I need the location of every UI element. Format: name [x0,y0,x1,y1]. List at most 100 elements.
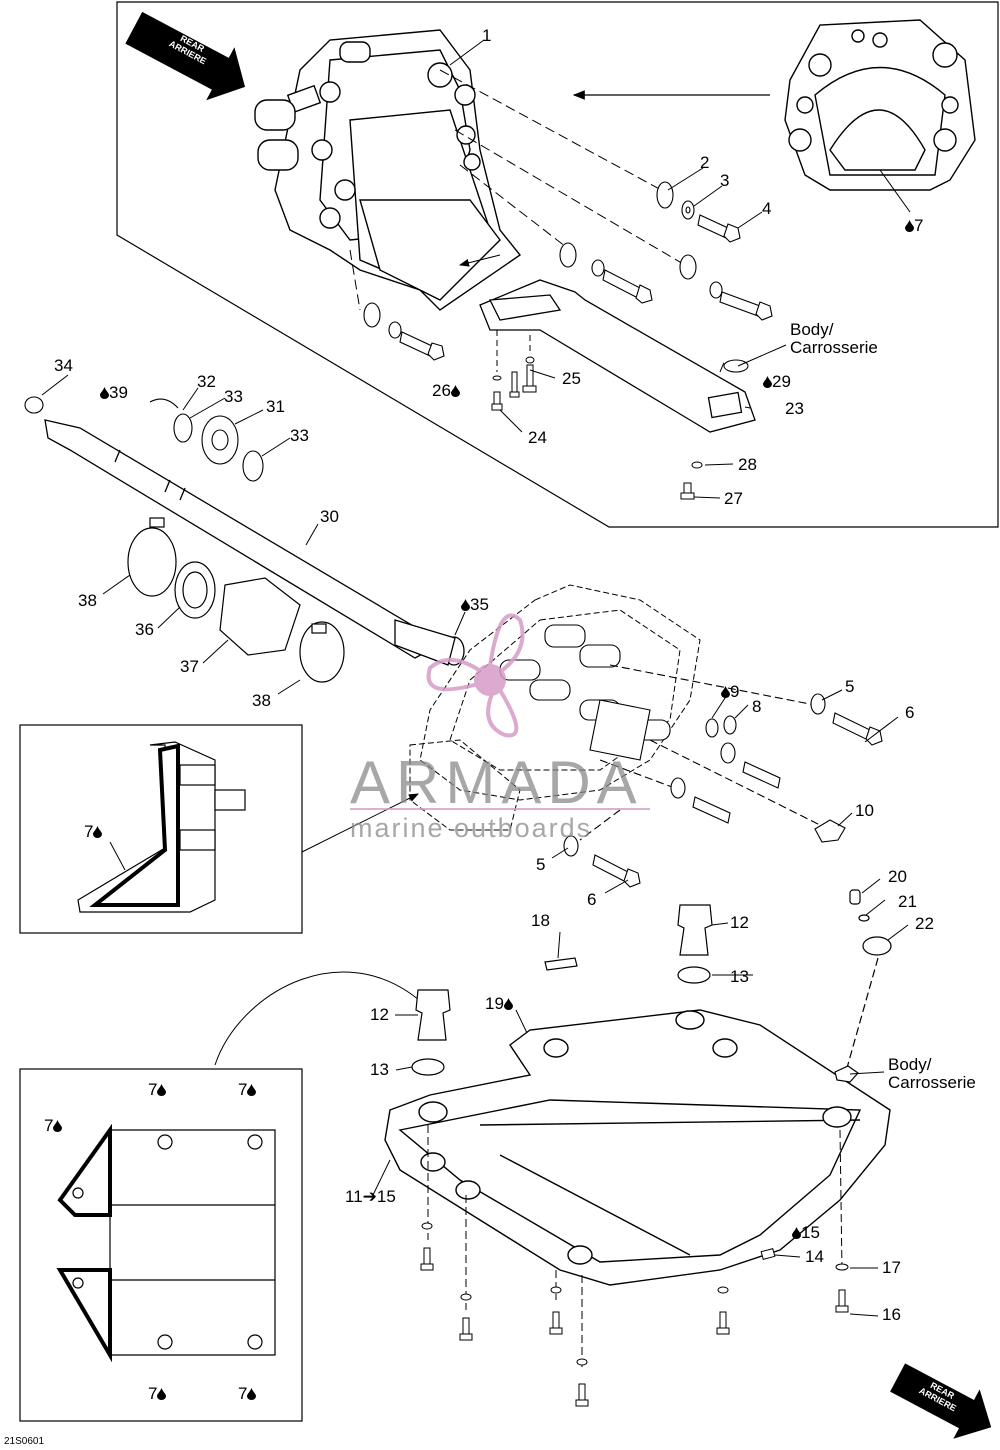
sealant-drop-icon [100,387,109,399]
fasteners-27-29 [680,359,749,500]
body-label-top: Body/Carrosserie [790,320,878,357]
washer-2 [656,181,674,209]
sealant-drop-icon [792,1227,801,1239]
rear-arrow-top-icon [125,11,246,101]
inset-bottom-leader [214,971,431,1066]
inset-top-drawing [77,741,246,913]
part-label: 12 [730,913,749,932]
sealant-drop-icon [721,686,730,698]
label-leader-lines [41,39,911,1317]
part-label-sealant: 7 [148,1081,167,1099]
rear-arrow-bottom-icon [890,1363,992,1439]
part-label: 6 [587,890,597,909]
part-label-sealant: 29 [763,373,791,391]
inset-top-leader [301,793,419,853]
plugs-and-misc [411,889,892,1083]
part-label: 13 [370,1060,389,1079]
part-label: 38 [252,691,271,710]
part-label: 34 [54,356,73,375]
part-label: 36 [135,620,154,639]
watermark-logo [426,613,525,738]
sealant-drop-icon [763,376,772,388]
drive-shaft [44,419,465,666]
part-label: 17 [882,1258,901,1277]
sealant-drop-icon [503,998,513,1010]
part-label-sealant: 35 [461,596,489,614]
part-label: 10 [855,801,874,820]
part-label-sealant: 26 [432,382,460,400]
pump-mount-fasteners [563,664,883,888]
part-label-sealant: 7 [148,1385,167,1403]
part-label-sealant: 7 [238,1081,257,1099]
bolts-24-26 [491,330,537,411]
watermark-brand: ARMADA [350,749,643,816]
part-label: 13 [730,967,749,986]
body-label-bottom: Body/Carrosserie [888,1055,976,1092]
part-label: 3 [720,171,730,190]
part-label: 12 [370,1005,389,1024]
part-label: 2 [700,153,710,172]
inset-bottom-drawing [56,1123,276,1363]
part-label: 18 [531,911,550,930]
watermark-rule [350,808,650,810]
part-label: 37 [180,657,199,676]
watermark-tagline: marine outboards [350,813,593,843]
pump-housing [254,29,522,311]
part-label: 20 [888,867,907,886]
pump-support [499,624,671,761]
part-label: 30 [320,507,339,526]
ride-plate [384,1009,891,1286]
bolt-4 [697,214,741,243]
part-label: 4 [762,199,772,218]
part-label-sealant: 7 [44,1117,63,1135]
inset-box-top [19,724,303,934]
part-label-range: 11➔15 [345,1187,396,1206]
part-label: 33 [290,426,309,445]
sealant-drop-icon [247,1388,257,1400]
explode-lines-top [349,69,726,373]
part-label: 32 [197,372,216,391]
sealant-drop-icon [157,1084,167,1096]
part-label: 8 [752,697,762,716]
part-label: 5 [845,677,855,696]
part-label: 33 [224,387,243,406]
part-label-sealant: 7 [905,217,923,235]
part-label-sealant: 19 [485,995,513,1013]
part-label: 31 [266,397,285,416]
inset-box-bottom [19,1068,303,1422]
sealant-drop-icon [461,599,470,611]
range-arrow-icon: ➔ [362,1187,377,1206]
part-label: 24 [528,428,547,447]
part-label: 25 [562,369,581,388]
part-label: 14 [805,1247,824,1266]
sealant-drop-icon [247,1084,257,1096]
drawing-code: 21S0601 [4,1436,45,1447]
boot-assembly [127,517,345,683]
part-label: 23 [785,399,804,418]
part-label: 22 [915,914,934,933]
part-label: 5 [536,855,546,874]
sealant-drop-icon [157,1388,167,1400]
shaft-end-parts [24,396,264,482]
housing-rear-view [784,19,976,191]
sealant-drop-icon [905,220,914,232]
part-label: 16 [882,1305,901,1324]
part-label: 38 [78,591,97,610]
part-label: 6 [905,703,915,722]
upper-assembly-frame [116,1,999,528]
part-label-sealant: 39 [100,384,128,402]
sealant-drop-icon [93,826,103,838]
part-label-sealant: 7 [84,823,103,841]
sealant-drop-icon [53,1120,63,1132]
part-label-sealant: 15 [792,1224,820,1242]
part-label: 28 [738,455,757,474]
part-label: 21 [898,892,917,911]
ride-plate-fasteners [420,1125,849,1407]
view-arrow-housing [459,254,501,267]
washer-3 [681,200,695,220]
part-label: 1 [482,26,492,45]
part-label: 27 [724,489,743,508]
part-label-sealant: 9 [721,683,739,701]
sealant-drop-icon [450,385,460,397]
